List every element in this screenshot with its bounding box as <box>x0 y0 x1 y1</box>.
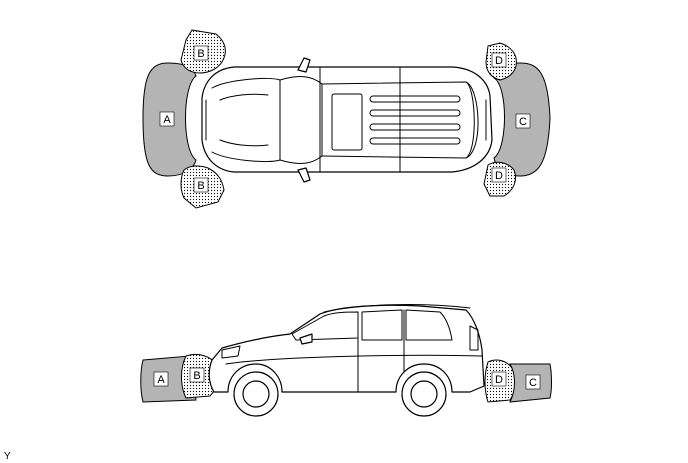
zone-d-top-lower-label: D <box>495 170 503 182</box>
zone-a-side-label: A <box>157 374 165 386</box>
roof-top <box>321 81 475 159</box>
sunroof-top <box>331 93 363 151</box>
mirror-left-top <box>297 57 311 73</box>
zone-b-side-label: B <box>193 370 200 382</box>
quarter-window-side <box>405 309 453 341</box>
side-view: A B D C <box>140 304 552 417</box>
mirror-right-top <box>297 167 311 183</box>
rear-window-side <box>361 309 403 341</box>
top-view: A B B C D D <box>142 29 551 209</box>
zone-d-top-upper-label: D <box>495 55 503 67</box>
zone-a-top-label: A <box>163 114 171 126</box>
corner-code: Y <box>4 451 11 462</box>
zone-c-top-label: C <box>519 116 527 128</box>
zone-b-top-lower-label: B <box>197 180 204 192</box>
zone-c-side-label: C <box>529 377 537 389</box>
zone-d-side-label: D <box>495 374 503 386</box>
mirror-side <box>299 333 313 345</box>
car-body-top <box>201 66 493 173</box>
zone-b-top-upper-label: B <box>197 48 204 60</box>
